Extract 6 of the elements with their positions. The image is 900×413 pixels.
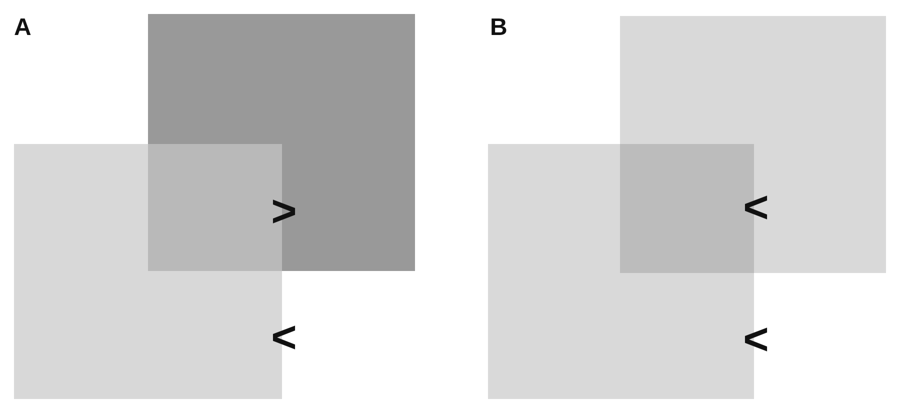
panel-letter: A — [14, 16, 32, 40]
comparison-sign: < — [743, 318, 769, 362]
panel-letter: B — [490, 16, 508, 40]
comparison-sign: > — [271, 190, 297, 234]
comparison-sign: < — [743, 186, 769, 230]
comparison-sign: < — [271, 316, 297, 360]
